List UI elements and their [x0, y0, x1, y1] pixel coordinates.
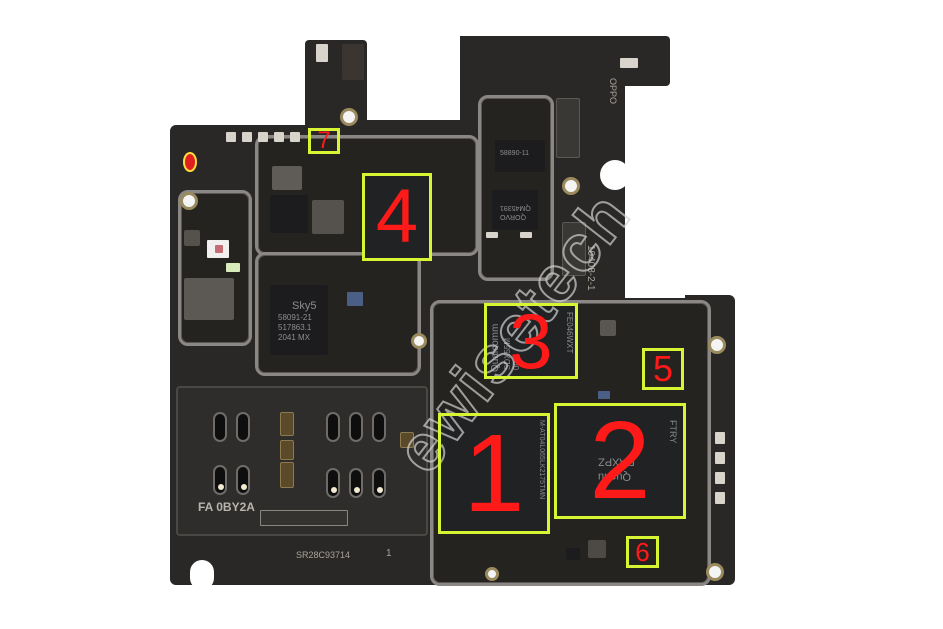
skyworks-line3: 2041 MX	[278, 333, 311, 342]
upper-chip-a-label: 58890-11	[500, 150, 530, 157]
sim-contact	[280, 462, 294, 488]
red-led-icon	[183, 152, 197, 172]
annotation-label-7: 7	[317, 127, 331, 154]
sim-slot	[326, 468, 340, 498]
annotation-7: 7	[308, 128, 340, 154]
annotation-label-4: 4	[375, 174, 419, 259]
mounting-hole	[708, 336, 726, 354]
chip-1	[440, 414, 548, 532]
smd-pad	[290, 132, 300, 142]
sim-slot	[349, 468, 363, 498]
ic-upper-left-b	[270, 195, 308, 233]
edge-notch	[600, 160, 630, 190]
annotation-6: 6	[626, 536, 659, 568]
chip-4	[364, 175, 430, 259]
annotation-label-2: 2	[589, 399, 651, 522]
sim-slot	[236, 465, 250, 495]
blue-component	[598, 391, 610, 399]
annotation-label-5: 5	[652, 348, 674, 389]
smd-pad	[258, 132, 268, 142]
ic-upper-right-a	[495, 140, 545, 172]
mounting-hole	[706, 563, 724, 581]
edge-pad	[715, 432, 725, 444]
annotation-label-3: 3	[509, 297, 553, 385]
annotation-2: 2	[554, 403, 686, 519]
small-ic	[566, 548, 580, 560]
connector-component	[620, 58, 638, 68]
rf-shield-upper-right	[478, 95, 554, 281]
skyworks-line2: 517863.1	[278, 323, 312, 332]
skyworks-line1: 58091-21	[278, 313, 312, 322]
edge-pad	[715, 452, 725, 464]
edge-notch	[625, 86, 685, 298]
annotation-5: 5	[642, 348, 684, 390]
mounting-hole	[180, 192, 198, 210]
board-connector	[556, 98, 580, 158]
sim-contact	[280, 412, 294, 436]
microphone-pad	[342, 44, 364, 80]
annotation-label-1: 1	[463, 411, 525, 535]
blue-component	[347, 292, 363, 306]
annotation-1: 1	[438, 413, 550, 534]
upper-chip-b-label: QORVO	[500, 213, 526, 221]
right-top-label: OPPO	[608, 78, 618, 105]
sim-slot	[326, 412, 340, 442]
sim-slot	[236, 412, 250, 442]
sim-detect-pad	[400, 432, 414, 448]
smd-pad	[226, 132, 236, 142]
skyworks-chip	[270, 285, 328, 355]
ic-upper-left-a	[272, 166, 302, 190]
annotation-label-6: 6	[635, 537, 650, 567]
small-ic	[600, 320, 616, 336]
smd-pad	[242, 132, 252, 142]
annotation-3: 3	[484, 297, 578, 385]
sim-slot	[349, 412, 363, 442]
board-connector	[562, 222, 586, 276]
board-serial: SR28C93714	[296, 550, 351, 560]
chip-2	[556, 404, 684, 516]
white-component	[486, 232, 498, 238]
smd-pad	[274, 132, 284, 142]
green-component	[226, 263, 240, 272]
sim-card-tray	[176, 386, 428, 536]
red-sensor	[215, 245, 223, 253]
mounting-hole	[562, 177, 580, 195]
chip-3-qualcomm-modem	[486, 305, 576, 377]
sim-slot	[213, 412, 227, 442]
sim-slot	[213, 465, 227, 495]
edge-pad	[715, 492, 725, 504]
mounting-hole	[340, 108, 358, 126]
mounting-hole	[485, 567, 499, 581]
upper-chip-b-line: QM45391	[500, 204, 531, 212]
ic-upper-left-c	[312, 200, 344, 234]
sim-contact	[280, 440, 294, 460]
rf-shield-left	[178, 190, 252, 346]
board-serial-suffix: 1	[386, 548, 392, 559]
white-component	[520, 232, 532, 238]
small-ic	[184, 230, 200, 246]
edge-pad	[715, 472, 725, 484]
sim-ejector-slot	[260, 510, 348, 526]
edge-notch	[190, 560, 214, 590]
sim-slot	[372, 468, 386, 498]
ic-upper-right-b	[492, 190, 538, 230]
skyworks-brand: Sky5	[292, 300, 317, 312]
microphone-component	[316, 44, 328, 62]
sim-slot	[372, 412, 386, 442]
annotation-4: 4	[362, 173, 432, 261]
sim-tray-label: FA 0BY2A	[198, 500, 255, 514]
inductor	[588, 540, 606, 558]
mounting-hole	[411, 333, 427, 349]
shielded-module	[184, 278, 234, 320]
